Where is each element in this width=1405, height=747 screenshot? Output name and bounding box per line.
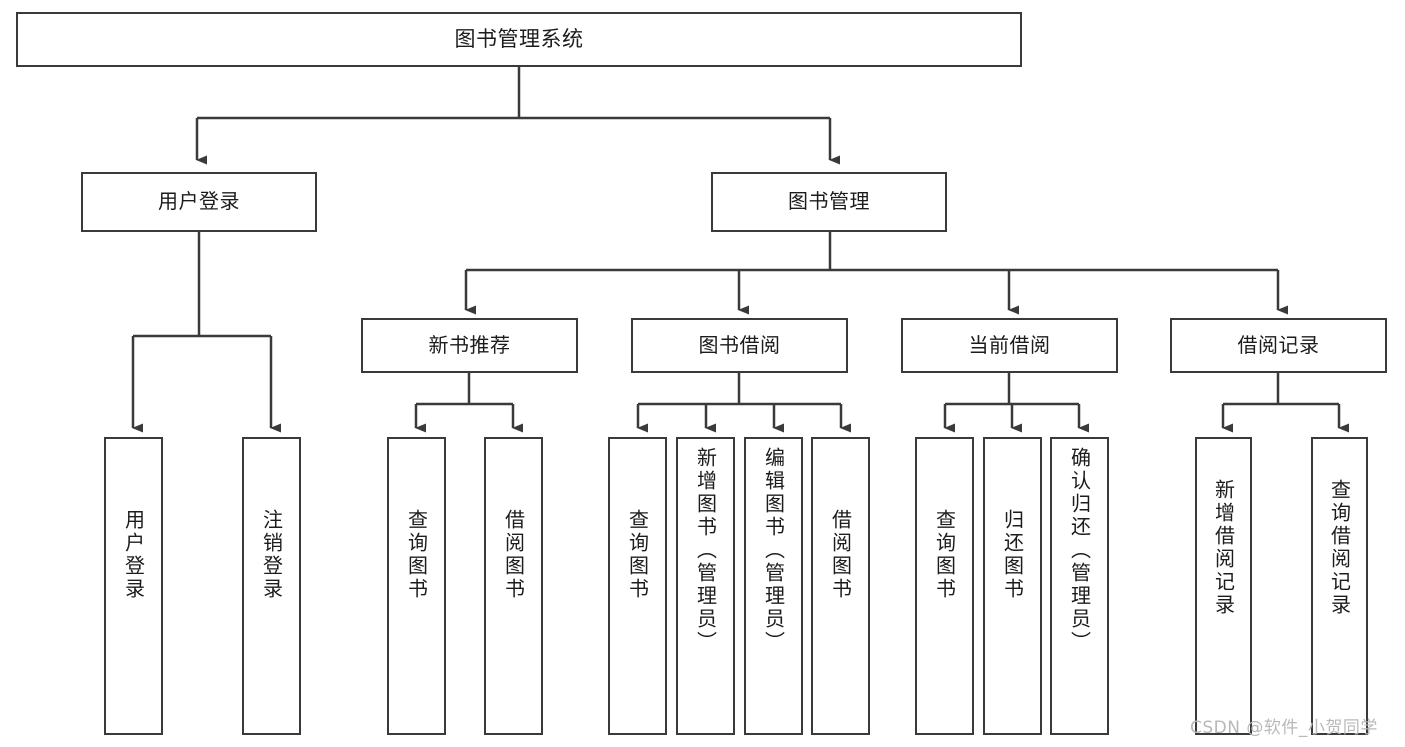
node-book-management[interactable]: 图书管理	[711, 172, 947, 232]
node-new-book-recommend-label: 新书推荐	[428, 332, 511, 357]
node-leaf-return-book-label: 归还图书	[1000, 509, 1025, 601]
node-leaf-add-borrow-record-label: 新增借阅记录	[1211, 479, 1236, 617]
node-current-borrow[interactable]: 当前借阅	[901, 318, 1118, 373]
node-book-borrow-label: 图书借阅	[698, 332, 781, 357]
node-leaf-user-login-label: 用户登录	[121, 509, 146, 601]
node-current-borrow-label: 当前借阅	[968, 332, 1051, 357]
node-user-login-label: 用户登录	[158, 189, 240, 214]
node-leaf-query-book-recommend[interactable]: 查询图书	[387, 437, 446, 735]
node-user-login[interactable]: 用户登录	[81, 172, 317, 232]
node-leaf-query-borrow-record-label: 查询借阅记录	[1327, 479, 1352, 617]
node-borrow-record[interactable]: 借阅记录	[1170, 318, 1387, 373]
node-leaf-borrow-book[interactable]: 借阅图书	[811, 437, 870, 735]
node-leaf-logout-label: 注销登录	[259, 509, 284, 601]
node-root-system[interactable]: 图书管理系统	[16, 12, 1022, 67]
node-leaf-edit-book-label: 编辑图书（管理员）	[761, 447, 786, 654]
node-leaf-logout[interactable]: 注销登录	[242, 437, 301, 735]
node-root-system-label: 图书管理系统	[454, 27, 584, 52]
node-leaf-user-login[interactable]: 用户登录	[104, 437, 163, 735]
node-new-book-recommend[interactable]: 新书推荐	[361, 318, 578, 373]
node-leaf-add-book[interactable]: 新增图书（管理员）	[676, 437, 735, 735]
node-leaf-query-borrow-record[interactable]: 查询借阅记录	[1311, 437, 1368, 735]
node-leaf-edit-book[interactable]: 编辑图书（管理员）	[744, 437, 803, 735]
node-leaf-confirm-return[interactable]: 确认归还（管理员）	[1050, 437, 1109, 735]
node-leaf-borrow-book-label: 借阅图书	[828, 509, 853, 601]
csdn-watermark: CSDN @软件_小贺同学	[1190, 718, 1378, 738]
node-leaf-confirm-return-label: 确认归还（管理员）	[1067, 447, 1092, 654]
node-leaf-query-book-current[interactable]: 查询图书	[915, 437, 974, 735]
node-book-borrow[interactable]: 图书借阅	[631, 318, 848, 373]
node-leaf-query-book-borrow-label: 查询图书	[625, 509, 650, 601]
node-leaf-add-borrow-record[interactable]: 新增借阅记录	[1195, 437, 1252, 735]
node-leaf-query-book-recommend-label: 查询图书	[404, 509, 429, 601]
node-leaf-borrow-book-recommend[interactable]: 借阅图书	[484, 437, 543, 735]
node-borrow-record-label: 借阅记录	[1237, 332, 1320, 357]
node-book-management-label: 图书管理	[788, 189, 870, 214]
node-leaf-add-book-label: 新增图书（管理员）	[693, 447, 718, 654]
node-leaf-query-book-borrow[interactable]: 查询图书	[608, 437, 667, 735]
node-leaf-return-book[interactable]: 归还图书	[983, 437, 1042, 735]
node-leaf-query-book-current-label: 查询图书	[932, 509, 957, 601]
node-leaf-borrow-book-recommend-label: 借阅图书	[501, 509, 526, 601]
